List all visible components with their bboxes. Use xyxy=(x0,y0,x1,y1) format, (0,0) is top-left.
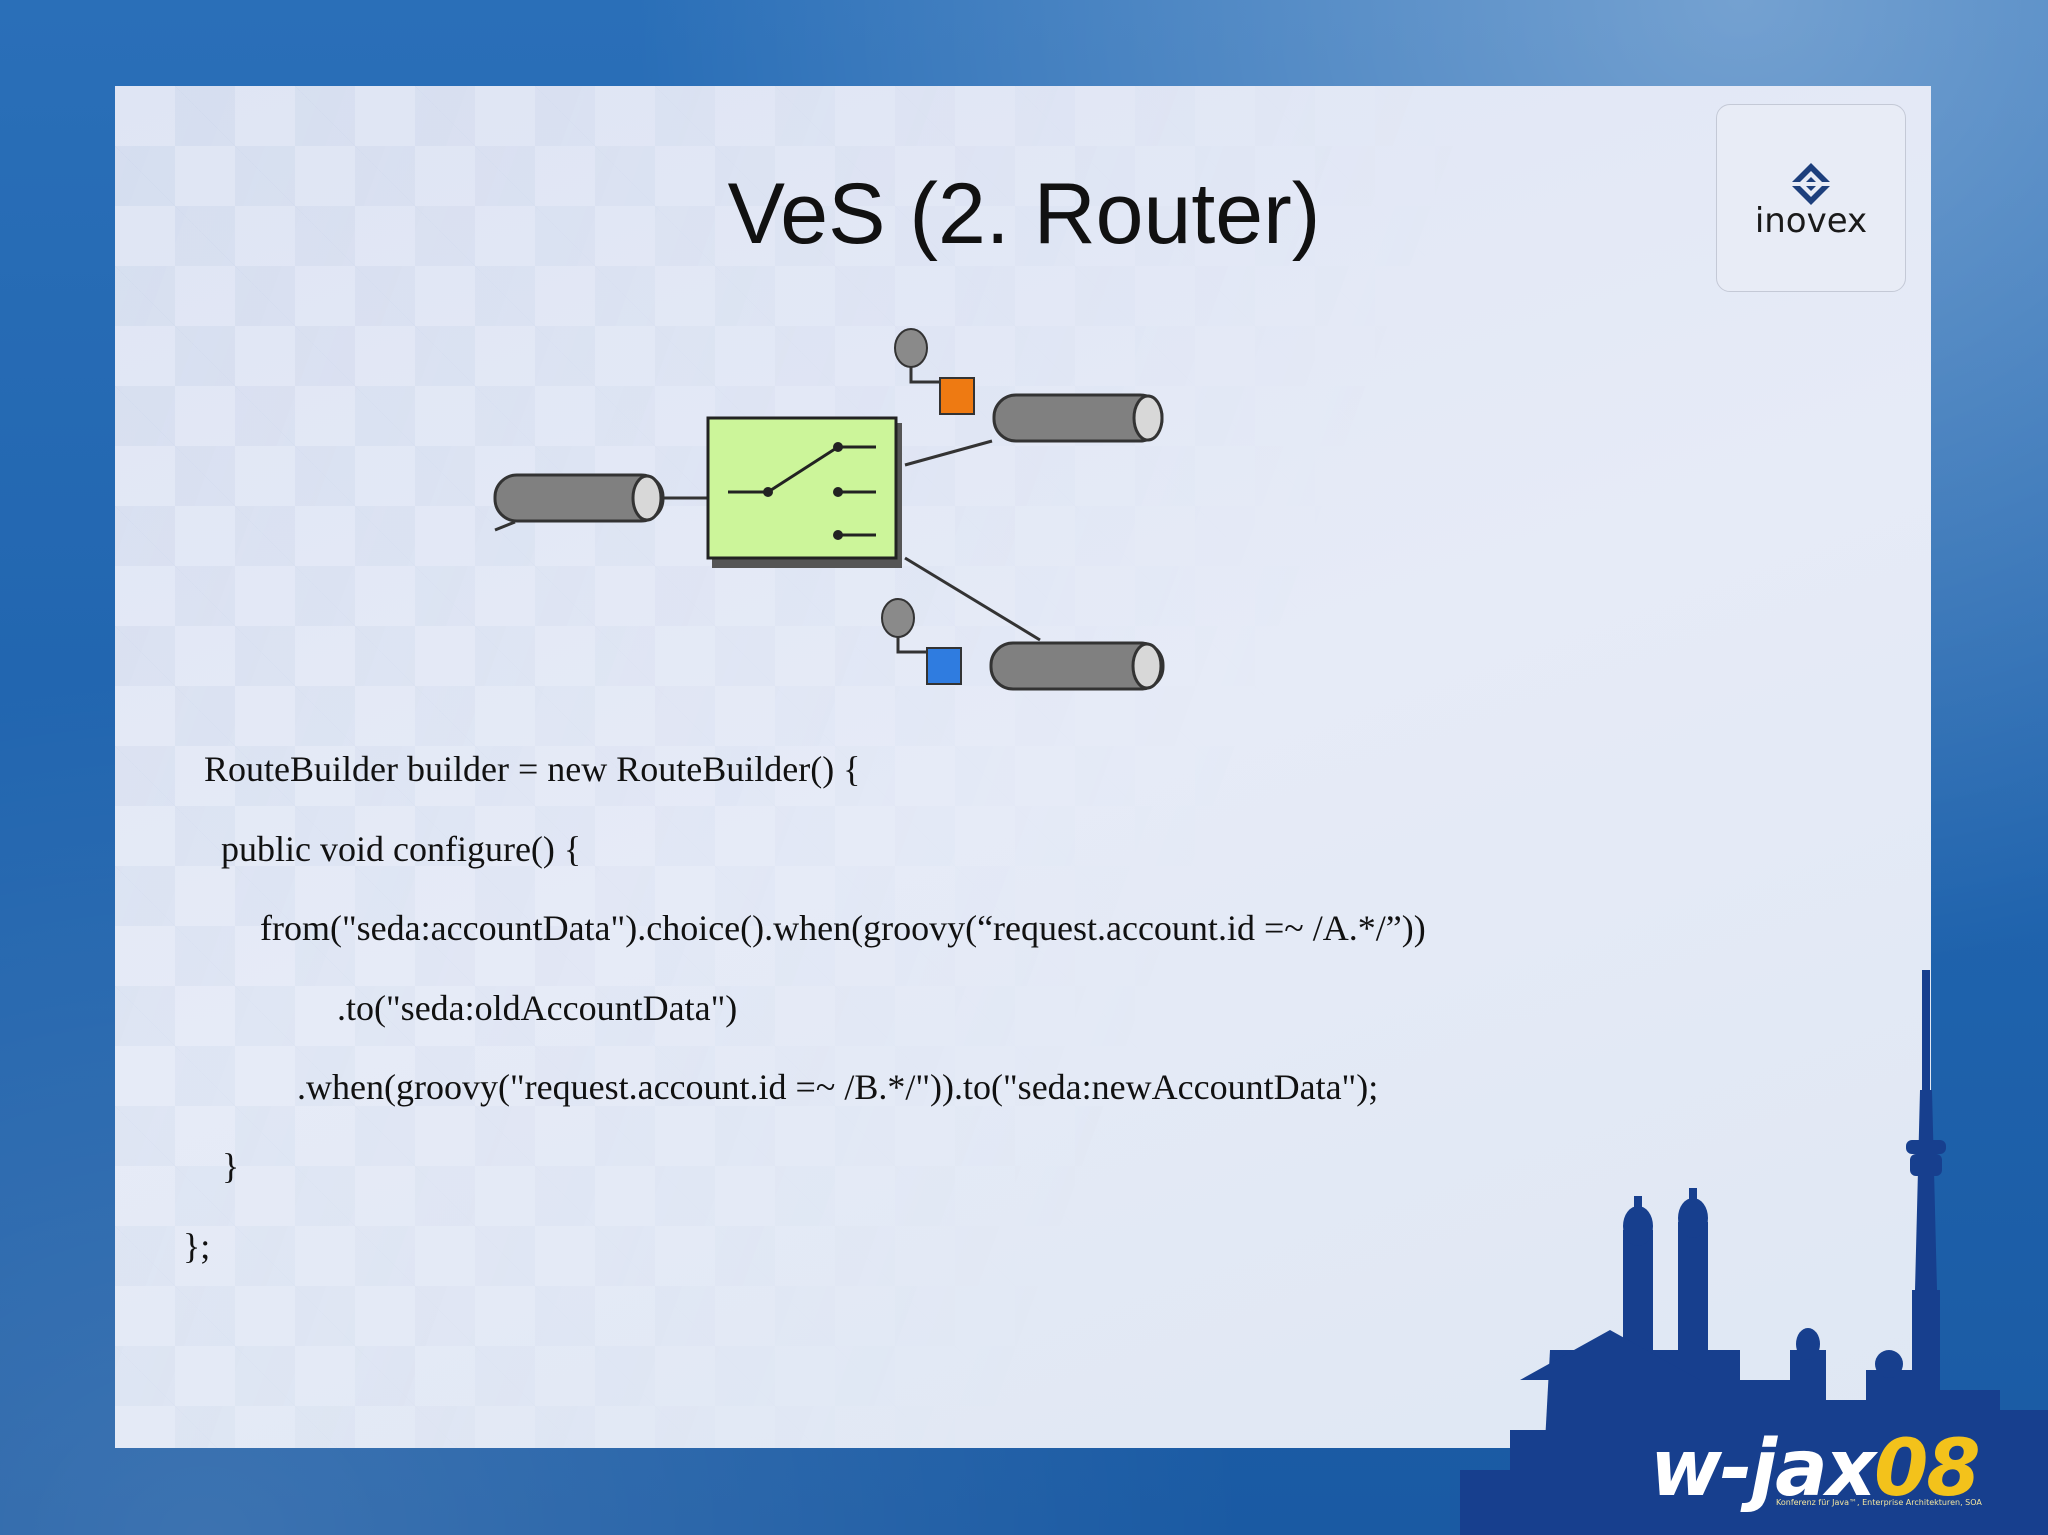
wjax-logo: w-jax08 xyxy=(1650,1430,1981,1508)
code-line: } xyxy=(222,1146,240,1186)
inovex-logo-icon xyxy=(1790,163,1832,205)
code-line: RouteBuilder builder = new RouteBuilder(… xyxy=(204,749,861,789)
wjax-logo-text: w-jax xyxy=(1650,1424,1876,1514)
top-message-marker-icon xyxy=(894,328,975,415)
input-pipe xyxy=(493,473,665,532)
inovex-logo-text: inovex xyxy=(1754,201,1868,241)
bottom-output-pipe xyxy=(989,641,1165,691)
inovex-logo: inovex xyxy=(1716,104,1906,292)
top-output-connector xyxy=(904,439,993,467)
code-line: }; xyxy=(183,1226,211,1266)
top-output-pipe xyxy=(992,393,1164,443)
code-block: RouteBuilder builder = new RouteBuilder(… xyxy=(0,0,1426,1266)
router-diagram xyxy=(493,328,1165,691)
bottom-output-connector xyxy=(904,556,1041,642)
wjax-tagline: Konferenz für Java™, Enterprise Architek… xyxy=(1776,1498,1982,1507)
code-line: .to("seda:oldAccountData") xyxy=(337,988,738,1028)
slide-title: VeS (2. Router) xyxy=(727,166,1321,262)
code-line: .when(groovy("request.account.id =~ /B.*… xyxy=(297,1067,1379,1107)
munich-skyline-graphic xyxy=(1460,970,2048,1535)
bottom-message-marker-icon xyxy=(881,598,962,685)
content-router-icon xyxy=(706,416,902,568)
code-line: from("seda:accountData").choice().when(g… xyxy=(260,908,1426,948)
code-line: public void configure() { xyxy=(221,829,582,869)
wjax-logo-number: 08 xyxy=(1874,1424,1981,1514)
